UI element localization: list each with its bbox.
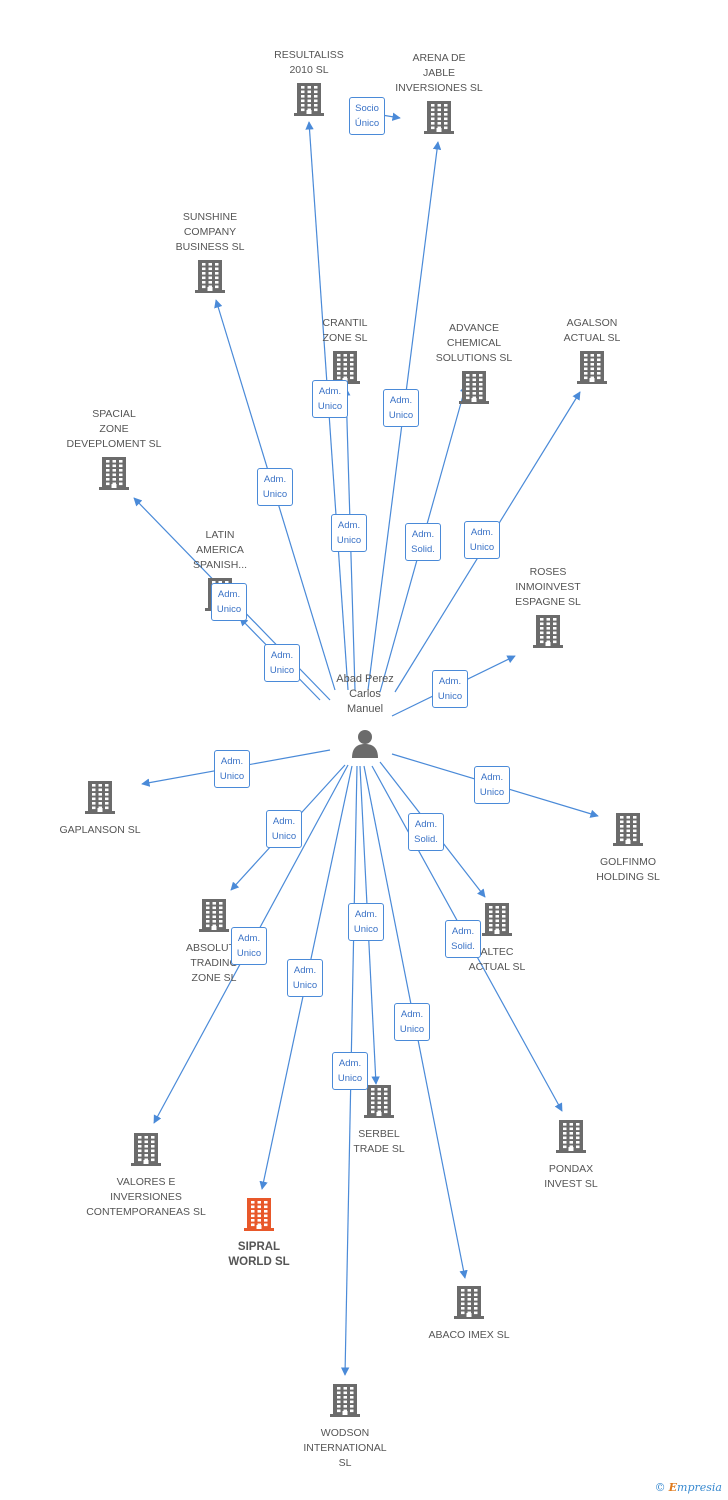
building-icon[interactable] xyxy=(424,100,454,139)
company-node-agalson[interactable]: AGALSON ACTUAL SL xyxy=(522,316,662,389)
company-label[interactable]: PONDAX INVEST SL xyxy=(544,1163,598,1190)
company-node-altec[interactable]: ALTEC ACTUAL SL xyxy=(427,902,567,975)
relation-badge[interactable]: Adm. Unico xyxy=(287,959,323,997)
company-label[interactable]: RESULTALISS 2010 SL xyxy=(274,49,344,76)
building-icon[interactable] xyxy=(613,812,643,851)
company-node-gaplanson[interactable]: GAPLANSON SL xyxy=(30,780,170,838)
building-icon[interactable] xyxy=(577,350,607,389)
company-node-resultaliss[interactable]: RESULTALISS 2010 SL xyxy=(239,48,379,121)
relation-badge[interactable]: Adm. Unico xyxy=(383,389,419,427)
company-node-sipral[interactable]: SIPRAL WORLD SL xyxy=(189,1197,329,1270)
company-label[interactable]: AGALSON ACTUAL SL xyxy=(563,317,621,344)
person-icon xyxy=(352,730,378,758)
building-icon[interactable] xyxy=(99,456,129,495)
company-node-arena[interactable]: ARENA DE JABLE INVERSIONES SL xyxy=(369,51,509,139)
person-name: Abad Perez Carlos Manuel xyxy=(336,673,394,715)
company-node-sunshine[interactable]: SUNSHINE COMPANY BUSINESS SL xyxy=(140,210,280,298)
company-label[interactable]: ROSES INMOINVEST ESPAGNE SL xyxy=(515,566,581,608)
company-label[interactable]: SPACIAL ZONE DEVEPLOMENT SL xyxy=(66,408,162,450)
relation-badge[interactable]: Adm. Unico xyxy=(332,1052,368,1090)
relation-badge[interactable]: Adm. Unico xyxy=(474,766,510,804)
relation-badge[interactable]: Adm. Unico xyxy=(266,810,302,848)
company-node-spacial[interactable]: SPACIAL ZONE DEVEPLOMENT SL xyxy=(44,407,184,495)
company-label[interactable]: GOLFINMO HOLDING SL xyxy=(596,856,660,883)
building-icon[interactable] xyxy=(85,780,115,819)
relation-badge[interactable]: Adm. Solid. xyxy=(445,920,481,958)
footer-brand[interactable]: ©Empresia xyxy=(655,1481,722,1494)
relation-badge[interactable]: Adm. Unico xyxy=(214,750,250,788)
building-icon[interactable] xyxy=(244,1197,274,1236)
person-node[interactable]: Abad Perez Carlos Manuel xyxy=(300,672,430,758)
building-icon[interactable] xyxy=(294,82,324,121)
building-icon[interactable] xyxy=(131,1132,161,1171)
building-icon[interactable] xyxy=(454,1285,484,1324)
company-node-pondax[interactable]: PONDAX INVEST SL xyxy=(501,1119,641,1192)
relation-badge[interactable]: Adm. Unico xyxy=(464,521,500,559)
relation-badge[interactable]: Adm. Unico xyxy=(348,903,384,941)
company-label[interactable]: SERBEL TRADE SL xyxy=(353,1128,405,1155)
relation-badge[interactable]: Adm. Unico xyxy=(211,583,247,621)
company-label[interactable]: ARENA DE JABLE INVERSIONES SL xyxy=(395,52,483,94)
company-node-serbel[interactable]: SERBEL TRADE SL xyxy=(309,1084,449,1157)
relation-badge[interactable]: Socio Único xyxy=(349,97,385,135)
relation-badge[interactable]: Adm. Unico xyxy=(231,927,267,965)
company-node-advance[interactable]: ADVANCE CHEMICAL SOLUTIONS SL xyxy=(404,321,544,409)
company-label[interactable]: VALORES E INVERSIONES CONTEMPORANEAS SL xyxy=(86,1176,206,1218)
company-label[interactable]: CRANTIL ZONE SL xyxy=(322,317,368,344)
company-node-crantil[interactable]: CRANTIL ZONE SL xyxy=(275,316,415,389)
building-icon[interactable] xyxy=(556,1119,586,1158)
company-label[interactable]: SUNSHINE COMPANY BUSINESS SL xyxy=(175,211,245,253)
relation-badge[interactable]: Adm. Unico xyxy=(394,1003,430,1041)
company-node-abaco[interactable]: ABACO IMEX SL xyxy=(399,1285,539,1343)
company-label[interactable]: LATIN AMERICA SPANISH... xyxy=(192,529,248,571)
brand-name: mpresia xyxy=(677,1481,722,1494)
company-node-golfinmo[interactable]: GOLFINMO HOLDING SL xyxy=(558,812,698,885)
building-icon[interactable] xyxy=(459,370,489,409)
company-node-valores[interactable]: VALORES E INVERSIONES CONTEMPORANEAS SL xyxy=(76,1132,216,1220)
company-label[interactable]: ALTEC ACTUAL SL xyxy=(468,946,526,973)
building-icon[interactable] xyxy=(364,1084,394,1123)
building-icon[interactable] xyxy=(330,1383,360,1422)
relation-badge[interactable]: Adm. Unico xyxy=(257,468,293,506)
relation-badge[interactable]: Adm. Solid. xyxy=(408,813,444,851)
building-icon[interactable] xyxy=(482,902,512,941)
company-label[interactable]: SIPRAL WORLD SL xyxy=(228,1241,290,1268)
company-node-roses[interactable]: ROSES INMOINVEST ESPAGNE SL xyxy=(478,565,618,653)
building-icon[interactable] xyxy=(533,614,563,653)
company-label[interactable]: ADVANCE CHEMICAL SOLUTIONS SL xyxy=(435,322,513,364)
company-node-wodson[interactable]: WODSON INTERNATIONAL SL xyxy=(275,1383,415,1471)
relation-badge[interactable]: Adm. Unico xyxy=(331,514,367,552)
building-icon[interactable] xyxy=(195,259,225,298)
company-node-absolute[interactable]: ABSOLUTE TRADING ZONE SL xyxy=(144,898,284,986)
copyright-mark: © xyxy=(654,1481,666,1494)
brand-initial: E xyxy=(668,1481,678,1494)
company-label[interactable]: GAPLANSON SL xyxy=(59,824,141,836)
relation-badge[interactable]: Adm. Solid. xyxy=(405,523,441,561)
relation-badge[interactable]: Adm. Unico xyxy=(312,380,348,418)
company-label[interactable]: WODSON INTERNATIONAL SL xyxy=(303,1427,387,1469)
relation-badge[interactable]: Adm. Unico xyxy=(432,670,468,708)
relation-badge[interactable]: Adm. Unico xyxy=(264,644,300,682)
company-label[interactable]: ABSOLUTE TRADING ZONE SL xyxy=(185,942,243,984)
company-label[interactable]: ABACO IMEX SL xyxy=(428,1329,510,1341)
building-icon[interactable] xyxy=(199,898,229,937)
